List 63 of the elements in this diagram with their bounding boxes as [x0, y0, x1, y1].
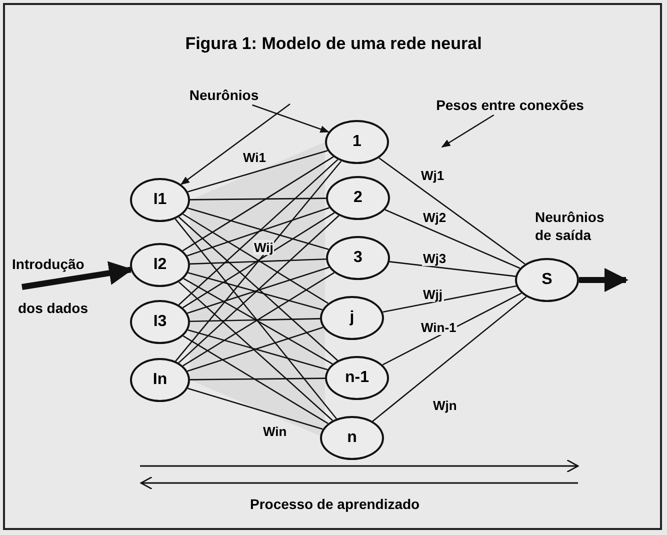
connection-line — [187, 266, 330, 314]
edge-label: Wjn — [432, 398, 458, 413]
neuron-circle — [130, 178, 190, 222]
annotation-text: Neurônios — [189, 87, 259, 103]
connection-line — [188, 388, 323, 430]
neuron-label: I1 — [153, 191, 167, 209]
annotation-text: Processo de aprendizado — [250, 496, 420, 512]
neuron-circle — [515, 258, 579, 302]
edge-label: Wi1 — [242, 150, 267, 165]
connection-line — [372, 296, 527, 422]
arrow — [252, 104, 330, 133]
neuron-label: I3 — [153, 313, 167, 331]
connection-line — [382, 292, 522, 366]
neuron-circle — [326, 176, 390, 220]
weight-label: Win — [262, 424, 288, 439]
neuron-circle — [326, 236, 390, 280]
neuron-circle — [320, 416, 384, 460]
connection-line — [178, 159, 338, 306]
arrow — [180, 103, 290, 185]
edge-label: Wjj — [422, 287, 444, 302]
neuron-circle — [320, 296, 384, 340]
connection-line — [190, 378, 326, 380]
connection-line — [384, 209, 520, 269]
neuron-circle — [325, 120, 389, 164]
neuron-circle — [130, 358, 190, 402]
annotation-text: dos dados — [18, 300, 88, 316]
neuron-label: 2 — [354, 189, 362, 207]
connection-line — [188, 272, 322, 310]
connection-line — [190, 198, 326, 200]
edge-label: Wj1 — [420, 168, 446, 183]
connection-line — [175, 160, 342, 362]
neuron-label: n-1 — [345, 369, 369, 387]
arrow — [441, 114, 494, 148]
neuron-label: j — [350, 309, 354, 327]
connection-line — [182, 156, 334, 252]
annotation-text: Neurônios de saída — [535, 208, 606, 244]
weight-label: Wij — [253, 240, 274, 255]
connection-line — [178, 282, 334, 421]
neuron-circle — [130, 300, 190, 344]
annotation-text: Introdução — [12, 256, 84, 272]
edge-label: Win-1 — [420, 320, 458, 335]
neuron-label: I2 — [153, 256, 167, 274]
neuron-label: In — [152, 371, 168, 389]
neuron-label: 3 — [354, 249, 362, 267]
neuron-circle — [130, 243, 190, 287]
connection-line — [389, 261, 516, 277]
connection-line — [190, 258, 326, 265]
figure-title: Figura 1: Modelo de uma rede neural — [184, 34, 483, 54]
annotation-text: Pesos entre conexões — [436, 97, 584, 113]
edge-label: Wj2 — [422, 210, 448, 225]
connection-line — [174, 218, 337, 420]
neuron-label: n — [347, 429, 357, 447]
connection-line — [188, 150, 328, 192]
connection-line — [382, 285, 516, 313]
neuron-label: 1 — [352, 133, 362, 151]
neuron-circle — [325, 356, 389, 400]
connection-line — [182, 335, 328, 424]
connection-line — [378, 157, 526, 265]
arrow — [579, 268, 628, 292]
neuron-label: S — [542, 271, 552, 289]
connection-line — [190, 318, 320, 322]
arrow — [22, 261, 134, 290]
edge-label: Wj3 — [422, 251, 448, 266]
